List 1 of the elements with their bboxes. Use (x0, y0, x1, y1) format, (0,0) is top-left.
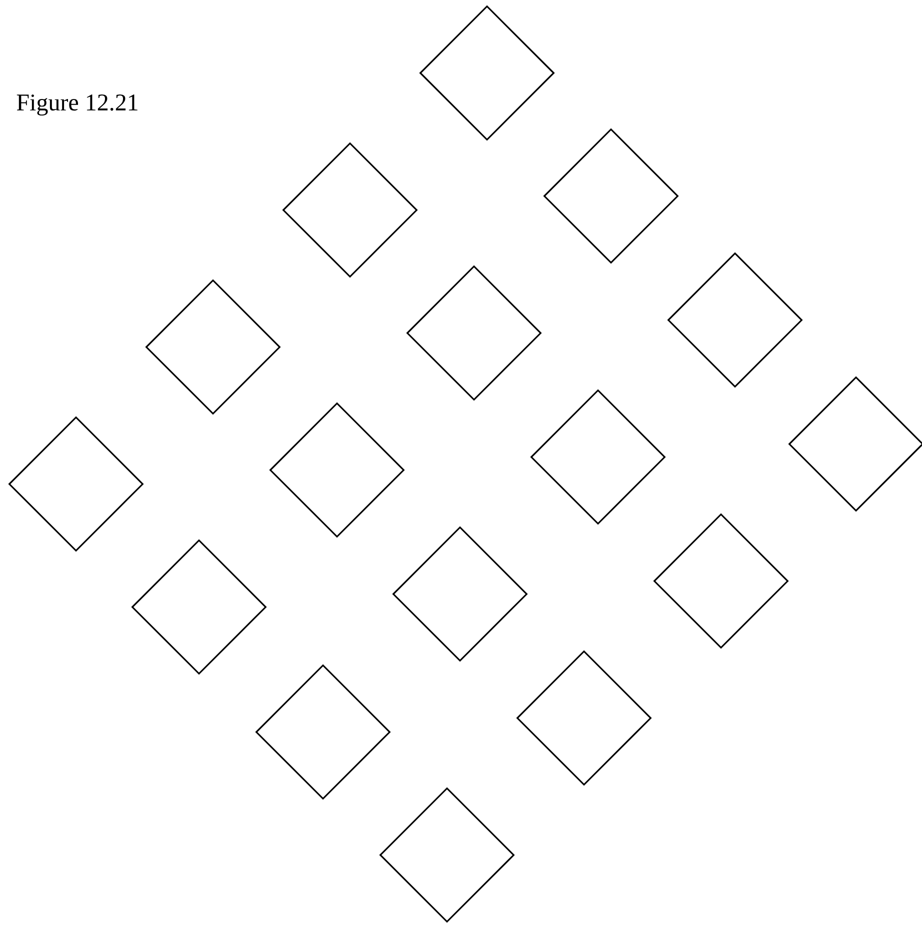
figure-caption: Figure 12.21 (16, 94, 138, 116)
